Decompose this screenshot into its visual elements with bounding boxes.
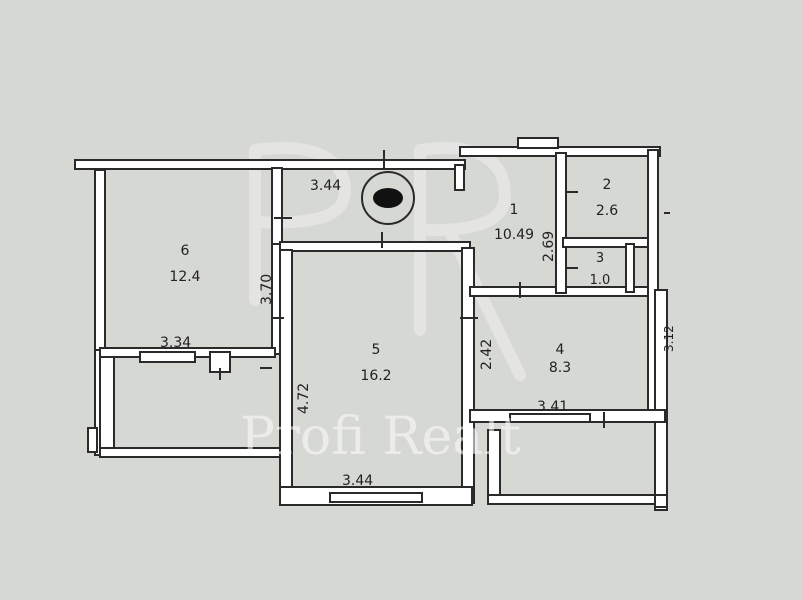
dim-room1-height: 2.69: [541, 231, 557, 262]
walls: [74, 137, 668, 511]
room-4-area: 8.3: [549, 360, 571, 376]
balcony-right-corner: [654, 494, 668, 508]
room-2-number: 2: [603, 177, 612, 193]
vent-shaft: [361, 171, 415, 225]
dim-room5-height: 4.72: [296, 383, 312, 414]
dim-room6-height: 3.70: [259, 274, 275, 305]
dimension-ticks: [219, 150, 670, 428]
room-1-number: 1: [510, 202, 519, 218]
room-6-number: 6: [181, 243, 190, 259]
dim-room5-width: 3.44: [342, 473, 373, 489]
vent-mark: [373, 188, 403, 208]
right-wall-lower: [654, 289, 668, 511]
hall-bottom-wall: [279, 241, 471, 252]
dim-room6-width: 3.34: [160, 335, 191, 351]
dim-room4-width: 3.41: [537, 399, 568, 415]
dim-room4-height: 2.42: [479, 339, 495, 370]
watermark-text: Profi Realt: [240, 407, 521, 467]
room5-window: [329, 492, 423, 503]
room-3-area: 1.0: [590, 273, 611, 288]
balcony-right-bottom: [487, 494, 664, 505]
top-wall-left: [74, 159, 466, 170]
hall-post: [454, 164, 465, 191]
balcony-left-bottom: [99, 447, 281, 458]
room-4-number: 4: [556, 342, 565, 358]
top-window: [517, 137, 559, 149]
room2-left-wall: [555, 152, 567, 294]
dim-hall-width: 3.44: [310, 178, 341, 194]
room-6-area: 12.4: [169, 269, 200, 285]
balcony-left-wall: [99, 356, 115, 458]
room6-right-wall-top: [271, 167, 283, 247]
room3-right-wall: [625, 243, 635, 293]
room-3-number: 3: [596, 251, 604, 266]
room-5-number: 5: [372, 342, 381, 358]
room2-bottom-wall: [562, 237, 654, 248]
left-wall-stub: [87, 427, 98, 453]
room-5-area: 16.2: [360, 368, 391, 384]
room-1-area: 10.49: [494, 227, 534, 243]
dim-right-edge: 3.12: [662, 325, 676, 352]
room4-window: [509, 413, 591, 423]
left-wall-room6: [94, 169, 106, 356]
room-2-area: 2.6: [596, 203, 618, 219]
hall-details: [454, 164, 465, 191]
vent-circle: [361, 171, 415, 225]
room6-window: [139, 351, 196, 363]
